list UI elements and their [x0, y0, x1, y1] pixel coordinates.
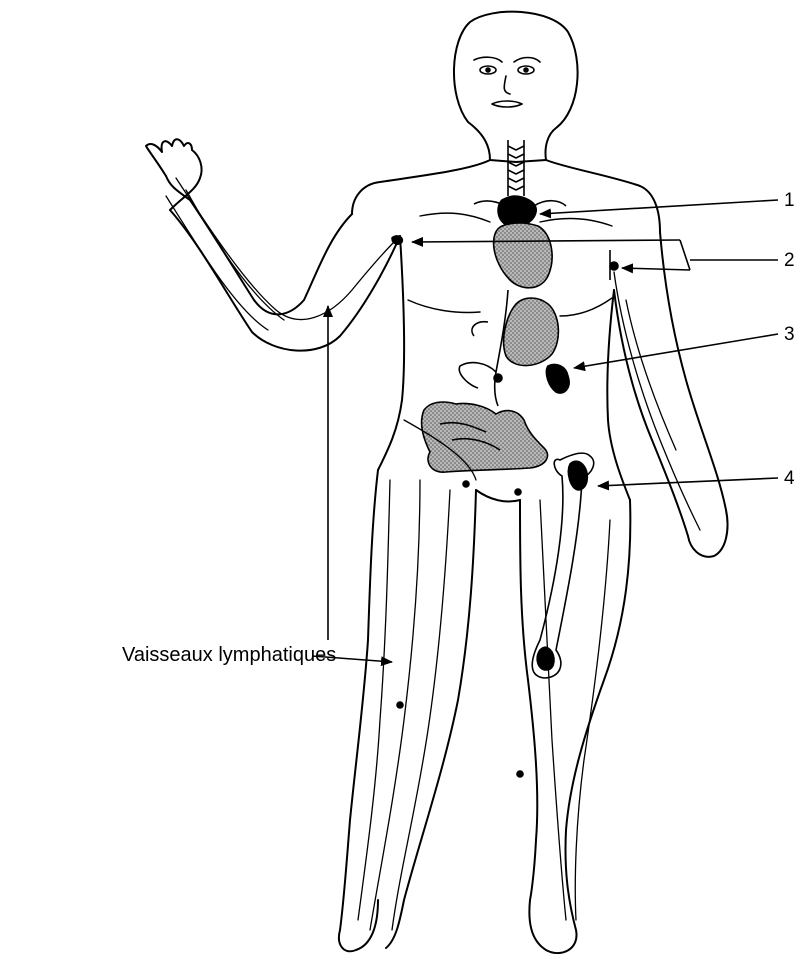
label-1: 1 [784, 191, 795, 210]
body-outline [146, 12, 728, 953]
leader-2-upper [412, 240, 680, 242]
stomach [504, 298, 559, 366]
leader-2-bracket [680, 240, 690, 270]
heart [494, 223, 552, 288]
lymphatic-organs [392, 140, 618, 777]
leader-2-lower [622, 268, 690, 270]
lymphatic-vessels [166, 178, 700, 930]
label-4: 4 [784, 469, 795, 488]
label-lymphatic-vessels: Vaisseaux lymphatiques [122, 645, 336, 665]
leader-4 [598, 478, 778, 486]
intestines [422, 402, 548, 472]
label-2: 2 [784, 251, 795, 270]
bone-marrow-knee [537, 647, 554, 670]
spleen [546, 364, 569, 393]
trachea [508, 140, 524, 196]
label-3: 3 [784, 325, 795, 344]
